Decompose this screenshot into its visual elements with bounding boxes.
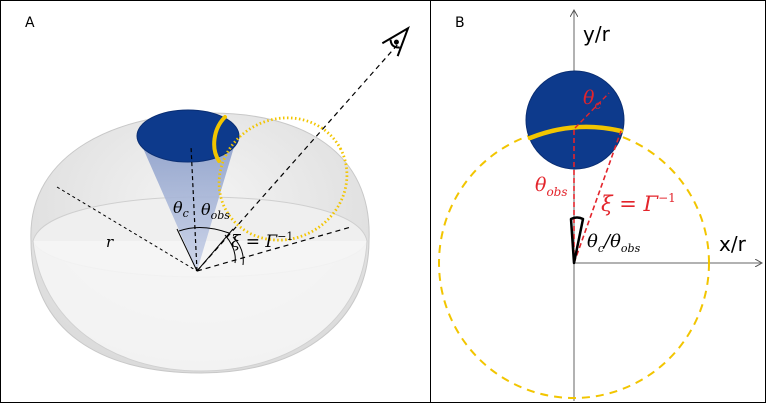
jet-cone <box>139 137 237 271</box>
observer-ring-dotted <box>217 116 349 242</box>
panel-b-diagram: y/r x/r θc θobs ξ = Γ−1 θc/θobs <box>438 1 766 401</box>
panel-a-diagram: θc θobs r ξ = Γ−1 <box>30 25 410 374</box>
label-theta-obs: θobs <box>201 200 230 222</box>
label-xi: ξ = Γ−1 <box>601 191 676 216</box>
line-of-sight <box>196 42 400 272</box>
label-theta-c: θc <box>583 87 601 112</box>
angle-arc-xi-2 <box>232 236 244 266</box>
cone-edge-right <box>196 228 234 272</box>
label-theta-obs: θobs <box>535 174 568 199</box>
dome-lower-rim <box>32 240 368 372</box>
observer-eye-icon <box>381 25 410 57</box>
red-line-xi <box>573 130 622 264</box>
label-radius: r <box>106 233 114 251</box>
jet-disk <box>525 70 625 170</box>
panel-a-letter: A <box>25 15 35 31</box>
panel-b: B y/r x/r θc θobs ξ = <box>430 0 766 403</box>
observer-wedge <box>569 216 585 265</box>
angle-arc-xi-1 <box>224 234 236 264</box>
label-theta-c: θc <box>173 198 189 220</box>
label-ratio: θc/θobs <box>587 231 641 255</box>
red-line-theta-c <box>574 92 610 129</box>
observer-ring-solid-arc <box>212 115 227 163</box>
label-xi: ξ = Γ−1 <box>231 230 293 252</box>
label-axis-y: y/r <box>583 22 611 46</box>
cone-edge-left <box>176 228 198 272</box>
label-axis-x: x/r <box>719 232 747 256</box>
panel-b-letter: B <box>455 15 465 31</box>
angle-arc-theta <box>178 227 230 234</box>
panel-a: A <box>0 0 432 403</box>
